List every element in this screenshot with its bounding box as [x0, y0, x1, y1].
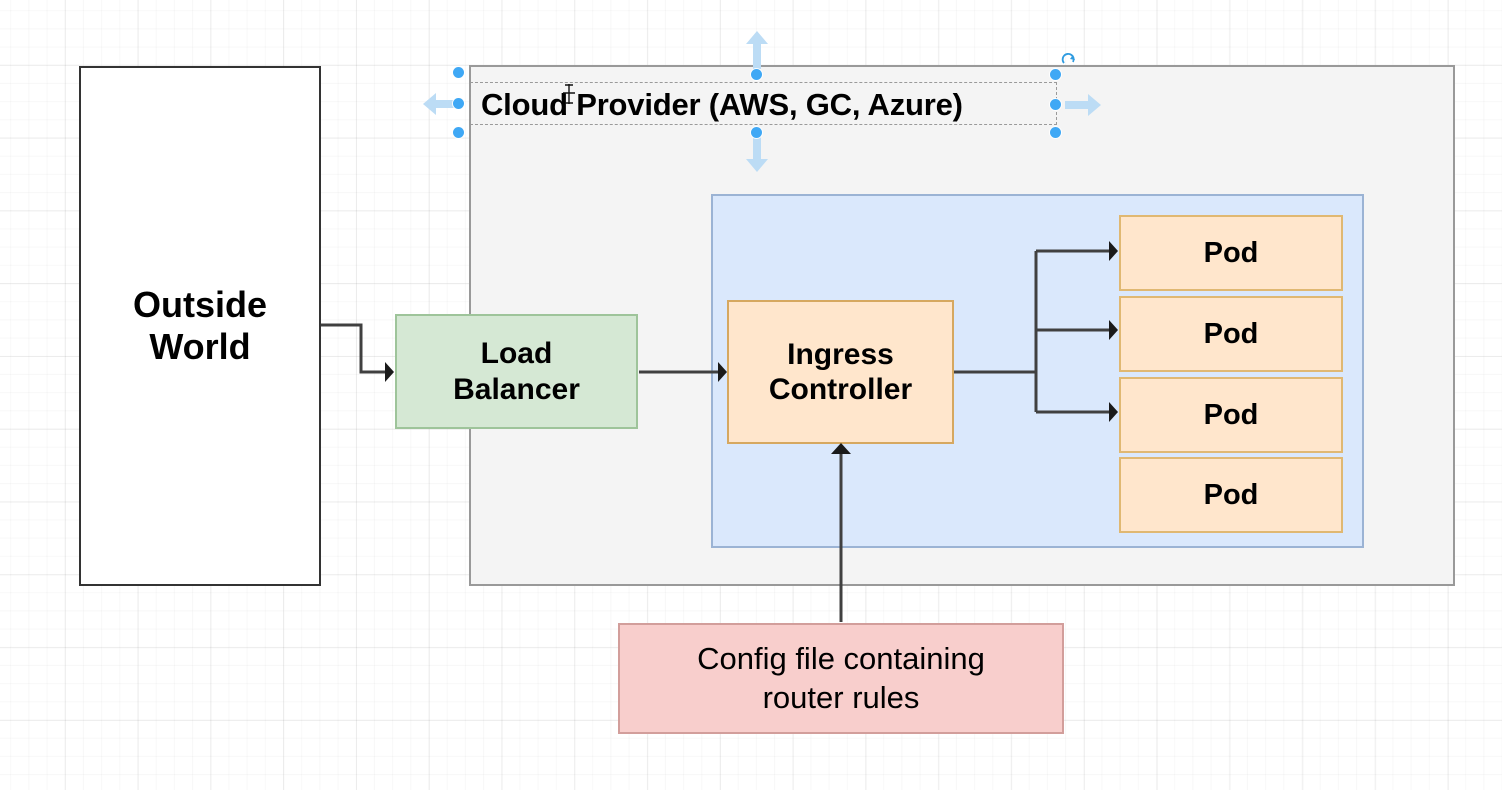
outside-world-label-line1: Outside [132, 283, 267, 325]
pod-label: Pod [1203, 398, 1259, 431]
load-balancer-node[interactable]: Load Balancer [395, 314, 638, 429]
handle-bottom-right[interactable] [1050, 127, 1061, 138]
handle-bottom-left[interactable] [453, 127, 464, 138]
config-file-label-line1: Config file containing [697, 640, 985, 676]
pod-label: Pod [1203, 236, 1259, 269]
config-file-node[interactable]: Config file containing router rules [618, 623, 1064, 734]
load-balancer-label-line1: Load [480, 337, 553, 371]
pod-node-1[interactable]: Pod [1119, 215, 1343, 291]
ingress-controller-node[interactable]: Ingress Controller [727, 300, 954, 444]
rotate-icon[interactable] [1060, 51, 1078, 69]
pod-node-2[interactable]: Pod [1119, 296, 1343, 372]
handle-top-center[interactable] [751, 69, 762, 80]
direction-arrow-left[interactable] [422, 91, 460, 117]
outside-world-node[interactable]: Outside World [79, 66, 321, 586]
pod-node-3[interactable]: Pod [1119, 377, 1343, 453]
direction-arrow-up[interactable] [744, 30, 770, 70]
load-balancer-label-line2: Balancer [453, 372, 580, 406]
pod-label: Pod [1203, 478, 1259, 511]
pod-label: Pod [1203, 317, 1259, 350]
handle-middle-right[interactable] [1050, 99, 1061, 110]
edge-outside-world-to-load-balancer[interactable] [321, 323, 394, 382]
handle-middle-left[interactable] [453, 98, 464, 109]
ingress-controller-label-line1: Ingress [787, 337, 894, 371]
handle-top-right[interactable] [1050, 69, 1061, 80]
handle-bottom-center[interactable] [751, 127, 762, 138]
handle-top-left[interactable] [453, 67, 464, 78]
direction-arrow-down[interactable] [744, 133, 770, 173]
ingress-controller-label-line2: Controller [768, 373, 913, 406]
direction-arrow-right[interactable] [1064, 92, 1102, 118]
config-file-label-line2: router rules [762, 679, 920, 715]
cloud-provider-title-label[interactable]: Cloud Provider (AWS, GC, Azure) [481, 87, 963, 122]
pod-node-4[interactable]: Pod [1119, 457, 1343, 533]
outside-world-label-line2: World [149, 326, 251, 367]
